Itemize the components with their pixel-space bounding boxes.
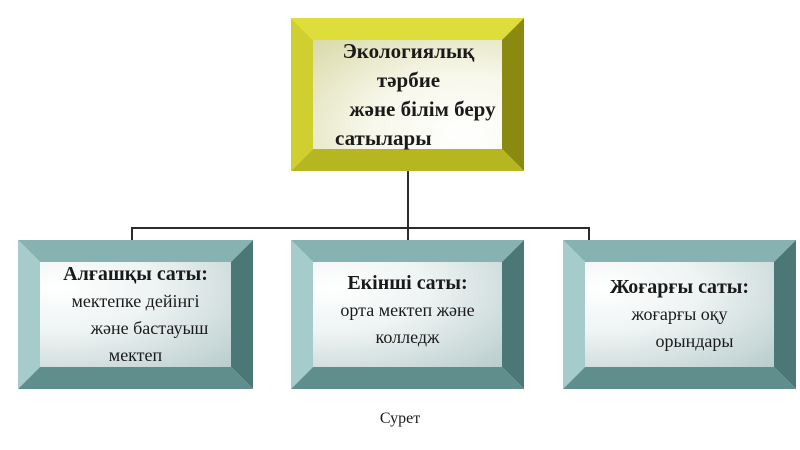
- stage-line: мектепке дейінгі: [71, 290, 200, 311]
- connector-right-down: [588, 227, 590, 241]
- stage-line: орта мектеп және: [340, 300, 475, 320]
- root-label: Экологиялық тәрбие және білім беру сатыл…: [313, 38, 502, 150]
- root-line-1: Экологиялық тәрбие: [342, 38, 475, 92]
- figure-caption: Сурет: [379, 410, 421, 427]
- stage-line: колледж: [375, 327, 440, 347]
- stage-bevel: [291, 240, 524, 389]
- stage-title: Жоғарғы сaты:: [609, 276, 750, 298]
- stage-label: Алғашқы сaты: мектепке дейінгі және баст…: [40, 262, 231, 367]
- stage-label: Екінші сaты: орта мектеп және колледж: [313, 262, 502, 367]
- connector-middle-down: [407, 227, 409, 241]
- stage-line: жоғарғы оқу: [631, 304, 728, 324]
- connector-horizontal: [131, 227, 589, 229]
- root-line-3: сатылары: [335, 125, 432, 150]
- stage-node-primary: Алғашқы сaты: мектепке дейінгі және баст…: [18, 240, 253, 389]
- stage-label: Жоғарғы сaты: жоғарғы оқу орындары: [585, 262, 774, 367]
- stage-title: Алғашқы сaты:: [63, 262, 208, 285]
- stage-line: және бастауыш: [90, 317, 209, 338]
- stage-line: орындары: [655, 331, 734, 351]
- stage-node-higher: Жоғарғы сaты: жоғарғы оқу орындары: [563, 240, 796, 389]
- connector-left-down: [131, 227, 133, 241]
- stage-line: мектеп: [108, 344, 163, 365]
- stage-bevel: [18, 240, 253, 389]
- stage-bevel: [563, 240, 796, 389]
- connector-root-down: [407, 171, 409, 228]
- root-bevel: [291, 18, 524, 171]
- root-node: Экологиялық тәрбие және білім беру сатыл…: [291, 18, 524, 171]
- stage-node-secondary: Екінші сaты: орта мектеп және колледж: [291, 240, 524, 389]
- stage-title: Екінші сaты:: [347, 272, 468, 294]
- root-line-2: және білім беру: [349, 96, 496, 121]
